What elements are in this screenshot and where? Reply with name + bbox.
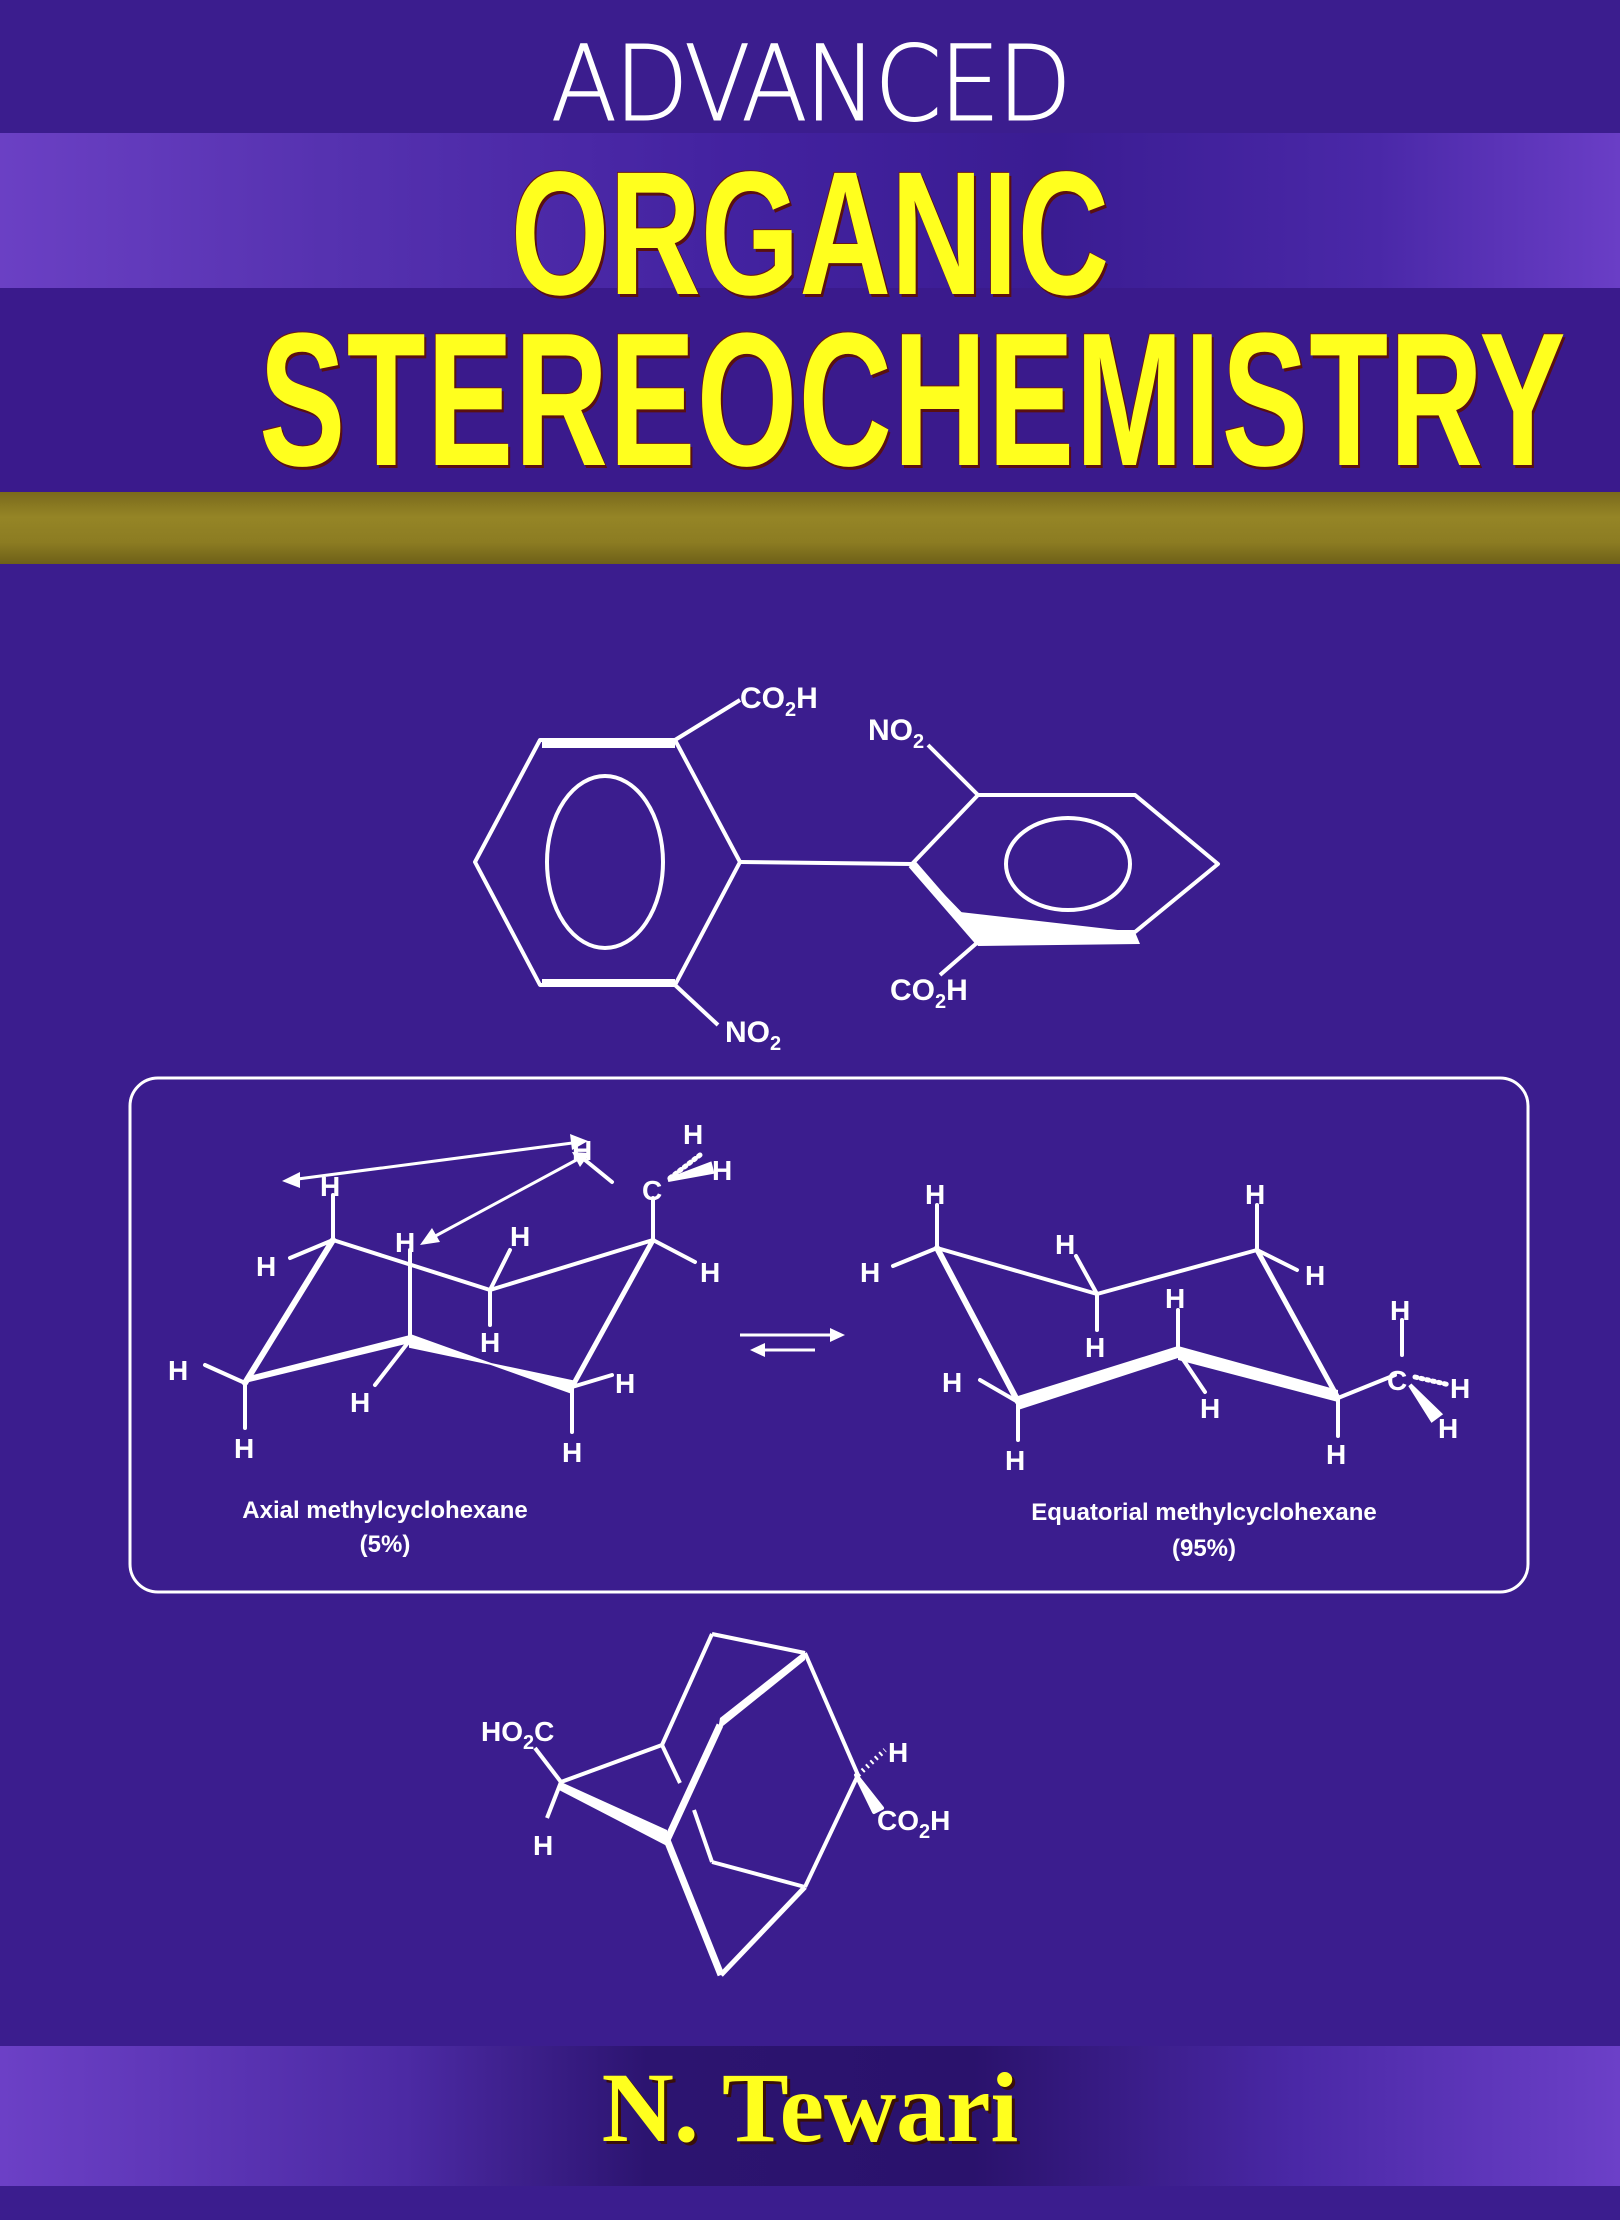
title-organic: ORGANIC [510,136,1110,332]
atom-h: H [942,1367,962,1398]
atom-h: H [1305,1260,1325,1291]
label-no2-top: NO2 [868,714,924,753]
atom-h: H [1005,1445,1025,1476]
biphenyl-structure [473,698,1220,1027]
atom-h: H [1200,1393,1220,1424]
adamantane-labels: HO2C H H CO2H [481,1716,950,1861]
label-ho2c: HO2C [481,1716,554,1754]
atom-h: H [1450,1373,1470,1404]
atom-h: H [168,1355,188,1386]
title-advanced: ADVANCED [550,23,1072,145]
equatorial-chair-labels: H H H H H H H H C H H H H H H Equatorial… [860,1179,1470,1562]
axial-chair-labels: H H H H H H C H H H H H H H H Axial meth… [168,1119,732,1558]
atom-h: H [615,1368,635,1399]
atom-h: H [480,1327,500,1358]
atom-h: H [562,1437,582,1468]
atom-h: H [1055,1229,1075,1260]
atom-h: H [1390,1295,1410,1326]
atom-h: H [860,1257,880,1288]
label-co2h-top: CO2H [740,682,818,721]
label-co2h-bottom: CO2H [890,974,968,1013]
axial-chair-structure [203,1134,715,1434]
atom-h: H [925,1179,945,1210]
equatorial-caption: Equatorial methylcyclohexane [1031,1499,1376,1526]
conformer-box [128,1076,1530,1594]
atom-h: H [888,1737,908,1768]
title-stereochemistry: STEREOCHEMISTRY [259,294,1567,506]
adamantane-structure [533,1632,887,1977]
atom-h: H [510,1221,530,1252]
author-name: N. Tewari [601,2052,1019,2163]
atom-c: C [642,1175,662,1206]
label-co2h: CO2H [877,1805,950,1843]
atom-h: H [1438,1413,1458,1444]
atom-h: H [533,1830,553,1861]
label-no2-bottom: NO2 [725,1016,781,1055]
author-band [0,2046,1620,2186]
atom-h: H [1245,1179,1265,1210]
axial-caption: Axial methylcyclohexane [242,1497,527,1524]
atom-c: C [1387,1365,1407,1396]
light-purple-band [0,133,1620,288]
atom-h: H [1326,1439,1346,1470]
atom-h: H [1165,1283,1185,1314]
atom-h: H [1085,1332,1105,1363]
atom-h: H [234,1433,254,1464]
dark-purple-band [0,288,1620,493]
atom-h: H [256,1251,276,1282]
atom-h: H [395,1227,415,1258]
atom-h: H [683,1119,703,1150]
atom-h: H [572,1135,592,1166]
equilibrium-arrows-icon [740,1328,845,1357]
axial-percent: (5%) [360,1531,411,1558]
atom-h: H [712,1155,732,1186]
equatorial-chair-structure [891,1203,1453,1442]
gold-band [0,492,1620,564]
equatorial-percent: (95%) [1172,1535,1236,1562]
biphenyl-labels: CO2H NO2 NO2 CO2H [725,682,968,1055]
atom-h: H [350,1387,370,1418]
atom-h: H [320,1171,340,1202]
atom-h: H [700,1257,720,1288]
